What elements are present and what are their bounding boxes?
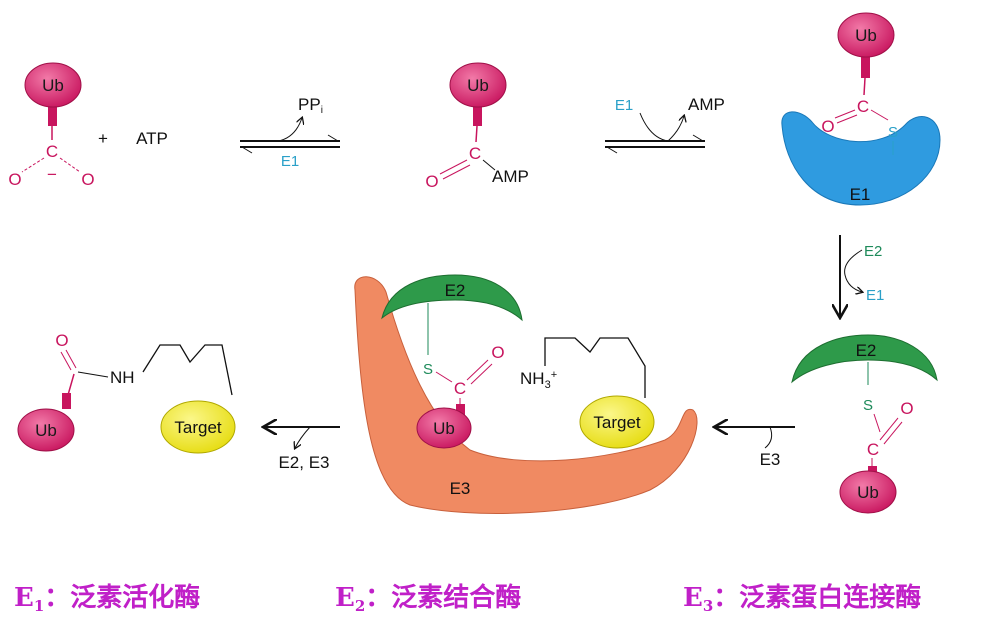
target-label: Target	[174, 418, 222, 437]
carbon-label: C	[469, 144, 481, 163]
e1-label: E1	[281, 153, 299, 170]
ammonium-label: NH3+	[520, 369, 557, 391]
ubiquitinated-target: O NH Ub Target	[17, 331, 236, 454]
target-label: Target	[593, 413, 641, 432]
oxygen-label: O	[900, 399, 913, 418]
ub-bead	[24, 62, 82, 108]
oxygen-label: O	[55, 331, 68, 350]
e1-label: E1	[850, 185, 871, 204]
ub-bead	[449, 62, 507, 108]
nh-label: NH	[110, 368, 135, 387]
oxygen-label: O	[425, 172, 438, 191]
ub-label: Ub	[857, 483, 879, 502]
e2-e3-label: E2, E3	[278, 453, 329, 472]
charge-label: −	[47, 165, 57, 184]
e3-label: E3	[450, 479, 471, 498]
oxygen-label: O	[8, 170, 21, 189]
ub-bead	[416, 407, 472, 449]
ubiquitin-adenylate: Ub C O AMP	[425, 62, 529, 191]
e2-label: E2	[864, 243, 882, 260]
e2-enzyme	[381, 274, 523, 322]
plus-sign: +	[98, 129, 108, 148]
sulfur-label: S	[863, 397, 873, 414]
e1-label: E1	[615, 97, 633, 114]
ub-label: Ub	[42, 76, 64, 95]
equilibrium-arrow-1: PPi E1	[240, 95, 340, 170]
amp-label: AMP	[688, 95, 725, 114]
carbon-label: C	[454, 379, 466, 398]
legend-e3: E3：泛素蛋白连接酶	[683, 582, 921, 615]
e3-binding-arrow: E3	[716, 427, 795, 469]
e3-enzyme	[354, 276, 698, 514]
carbon-label: C	[46, 142, 58, 161]
carbon-label: C	[867, 440, 879, 459]
ub-label: Ub	[855, 26, 877, 45]
legend: E1：泛素活化酶 E2：泛素结合酶 E3：泛素蛋白连接酶	[14, 582, 921, 615]
target-protein	[160, 400, 236, 454]
ub-label: Ub	[433, 419, 455, 438]
ub-bead	[17, 408, 75, 452]
oxygen-label: O	[491, 343, 504, 362]
e2-ub-thioester: E2 S C O Ub	[791, 334, 938, 514]
oxygen-label: O	[81, 170, 94, 189]
ub-bead	[837, 12, 895, 58]
release-arrow: E2, E3	[265, 427, 340, 472]
ub-label: Ub	[35, 421, 57, 440]
oxygen-label: O	[821, 117, 834, 136]
ub-bead	[839, 470, 897, 514]
ubiquitin-carboxylate: Ub C O O −	[8, 62, 95, 189]
e2-label: E2	[445, 281, 466, 300]
sulfur-label: S	[888, 124, 898, 141]
e3-complex: E3 E2 S C O Ub NH3+ Target	[354, 274, 698, 514]
equilibrium-arrow-2: E1 AMP	[605, 95, 725, 154]
ppi-label: PPi	[298, 95, 323, 116]
e1-ub-thioester: E1 Ub C O S	[781, 12, 941, 206]
e3-label: E3	[760, 450, 781, 469]
target-protein	[579, 395, 655, 449]
ub-label: Ub	[467, 76, 489, 95]
transfer-arrow-e1-e2: E2 E1	[840, 235, 884, 316]
sulfur-label: S	[423, 361, 433, 378]
carbon-label: C	[857, 97, 869, 116]
e1-enzyme	[781, 111, 941, 206]
legend-e2: E2：泛素结合酶	[335, 582, 521, 615]
legend-e1: E1：泛素活化酶	[14, 583, 200, 615]
e2-label: E2	[856, 341, 877, 360]
atp-label: ATP	[136, 129, 168, 148]
e1-label: E1	[866, 287, 884, 304]
amp-label: AMP	[492, 167, 529, 186]
e2-enzyme	[791, 334, 938, 384]
